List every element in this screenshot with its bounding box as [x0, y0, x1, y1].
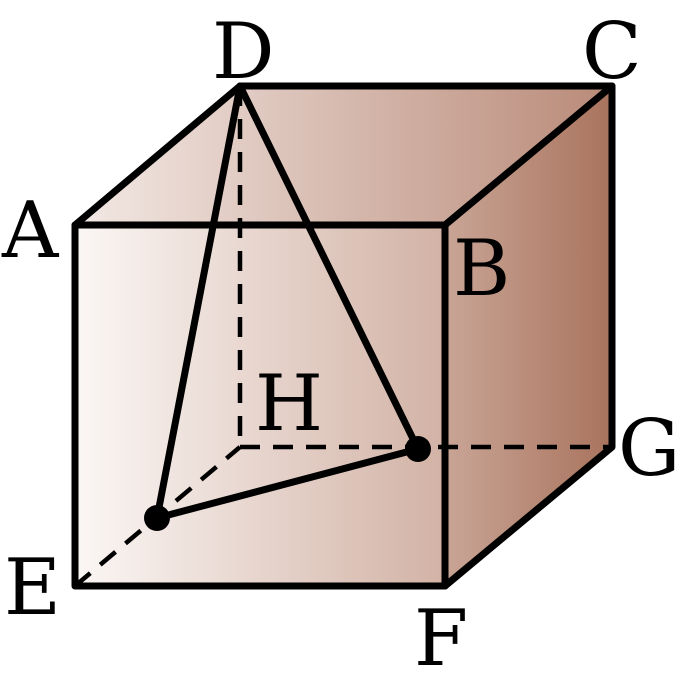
label-A: A: [1, 186, 60, 276]
label-B: B: [453, 224, 510, 314]
face-right: [445, 86, 612, 586]
edge-top-face: [71, 82, 616, 229]
segment-D-to-HG-point: [236, 82, 422, 453]
label-C: C: [582, 7, 642, 97]
point-on-HG: [405, 436, 431, 462]
edge-right-face: [441, 82, 616, 590]
label-H: H: [255, 359, 323, 449]
point-on-EH: [144, 505, 170, 531]
label-F: F: [414, 594, 468, 684]
label-D: D: [212, 7, 275, 97]
face-top: [75, 86, 612, 225]
label-G: G: [618, 404, 680, 494]
label-E: E: [4, 543, 61, 633]
segment-D-to-E-point: [153, 82, 244, 522]
segment-between-points: [153, 445, 422, 522]
